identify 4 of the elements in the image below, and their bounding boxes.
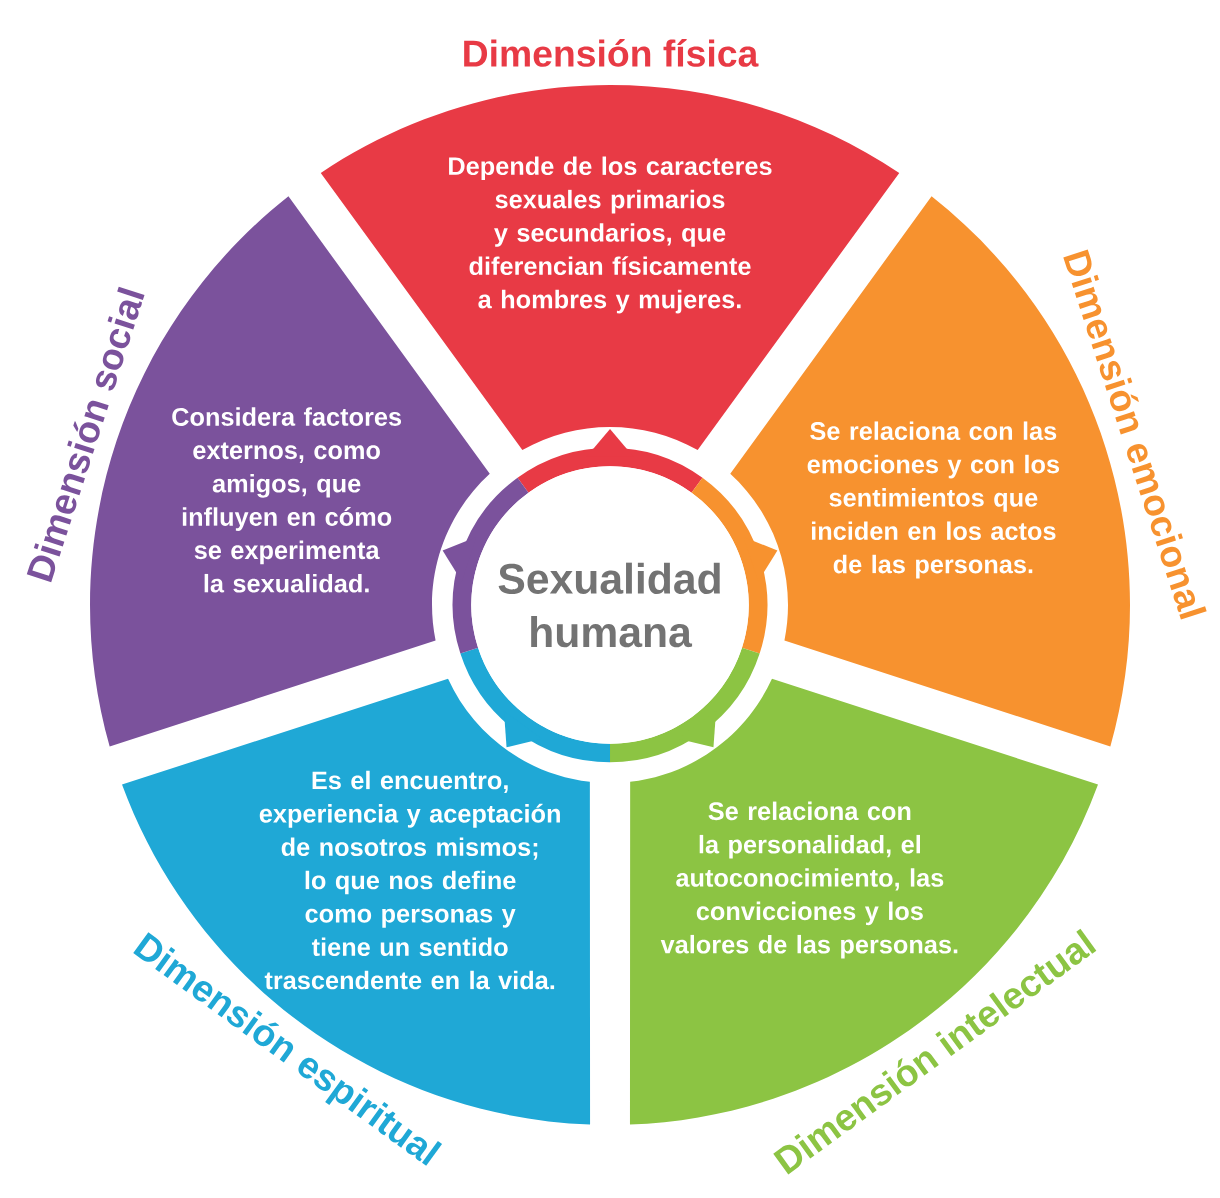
sector-text: Depende de los caracteres sexuales primarios y secundarios, que diferencian físicamente a hombres y mujeres. xyxy=(449,156,772,314)
sector-text: Se relaciona con las emociones y con los sentimientos que inciden en los actos de las personas. xyxy=(807,421,1059,579)
sector-title: Dimensión física xyxy=(464,39,759,67)
sector-text: Considera factores externos, como amigos, que influyen en cómo se experimenta la sexualidad. xyxy=(172,407,401,593)
